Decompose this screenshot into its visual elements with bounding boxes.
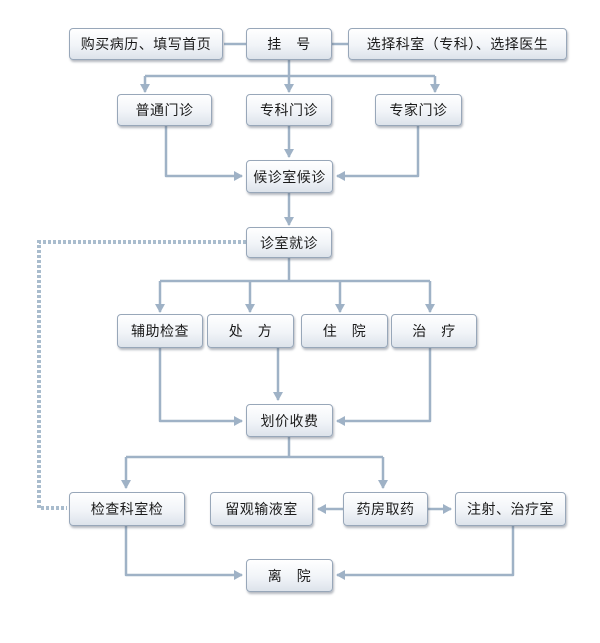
node-register: 挂 号: [246, 28, 332, 60]
connector-consult-to-exam-dashed: [37, 240, 246, 510]
connector-general-to-waiting: [164, 126, 243, 181]
connector-aux-to-billing: [158, 348, 243, 426]
node-hospitalization: 住 院: [301, 314, 388, 348]
node-injection: 注射、治疗室: [455, 492, 566, 526]
node-observation: 留观输液室: [210, 492, 313, 526]
node-consultation: 诊室就诊: [246, 227, 332, 258]
node-buy-record: 购买病历、填写首页: [69, 28, 223, 60]
connector-exam-to-discharge: [124, 526, 243, 580]
connector-treatment-to-billing: [336, 348, 432, 426]
node-treatment: 治 疗: [391, 314, 477, 348]
node-specialty-clinic: 专科门诊: [246, 94, 332, 126]
node-expert-clinic: 专家门诊: [375, 94, 462, 126]
node-billing: 划价收费: [246, 404, 333, 437]
node-exam-room: 检查科室检: [69, 492, 185, 526]
node-discharge: 离 院: [246, 559, 333, 592]
node-waiting-room: 候诊室候诊: [246, 160, 333, 193]
node-prescription: 处 方: [207, 314, 294, 348]
node-aux-exam: 辅助检查: [117, 314, 203, 348]
node-pharmacy: 药房取药: [343, 492, 428, 526]
connector-expert-to-waiting: [336, 126, 420, 181]
node-select-dept: 选择科室（专科）、选择医生: [348, 28, 567, 60]
connector-injection-to-discharge: [336, 526, 515, 580]
node-general-clinic: 普通门诊: [117, 94, 212, 126]
